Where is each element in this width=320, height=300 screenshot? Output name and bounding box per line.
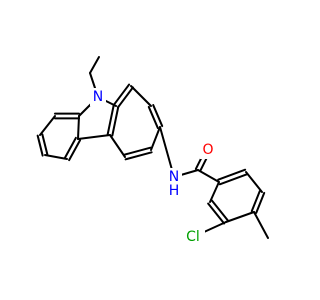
double-bond-line-b — [63, 136, 77, 159]
double-bond-line-b — [124, 151, 153, 161]
bond-layer — [36, 56, 269, 239]
double-bond-line-a — [210, 199, 229, 222]
amide-nitrogen-label: N — [169, 169, 179, 185]
single-bond — [253, 211, 269, 239]
single-bond — [89, 56, 100, 74]
double-bond-line-a — [123, 146, 152, 156]
double-bond-line-a — [218, 173, 248, 186]
double-bond-line-b — [255, 191, 266, 214]
double-bond-line-b — [207, 202, 226, 225]
double-bond-line-a — [111, 105, 120, 137]
double-bond-line-a — [250, 190, 261, 213]
single-bond — [39, 115, 56, 136]
double-bond-line-a — [68, 139, 82, 162]
double-bond-line-b — [113, 83, 131, 106]
single-bond — [245, 171, 263, 193]
single-bond — [197, 169, 220, 183]
amide-nitrogen-mask — [166, 168, 182, 186]
single-bond — [225, 211, 255, 223]
ring-nitrogen-mask — [90, 88, 106, 106]
double-bond-line-a — [116, 86, 134, 109]
amide-hydrogen-mask — [166, 183, 182, 199]
carbonyl-oxygen-mask — [200, 141, 216, 159]
chlorine-mask — [183, 228, 205, 246]
single-bond — [150, 126, 161, 151]
double-bond-line-a — [36, 134, 44, 157]
single-bond — [44, 154, 68, 160]
carbonyl-oxygen-label: O — [202, 142, 213, 158]
double-bond-line-b — [152, 104, 164, 128]
ring-nitrogen-label: N — [93, 89, 103, 105]
chemical-structure-diagram: N N H O Cl — [36, 56, 269, 246]
single-bond — [77, 134, 111, 140]
chlorine-label: Cl — [186, 229, 200, 245]
single-bond — [77, 115, 80, 140]
double-bond-line-b — [41, 133, 49, 156]
single-bond — [130, 85, 152, 107]
amide-hydrogen-label: H — [169, 183, 180, 199]
double-bond-line-b — [106, 104, 115, 136]
double-bond-line-a — [147, 105, 159, 129]
double-bond-line-b — [217, 168, 247, 181]
single-bond — [209, 181, 220, 203]
single-bond — [109, 134, 126, 158]
